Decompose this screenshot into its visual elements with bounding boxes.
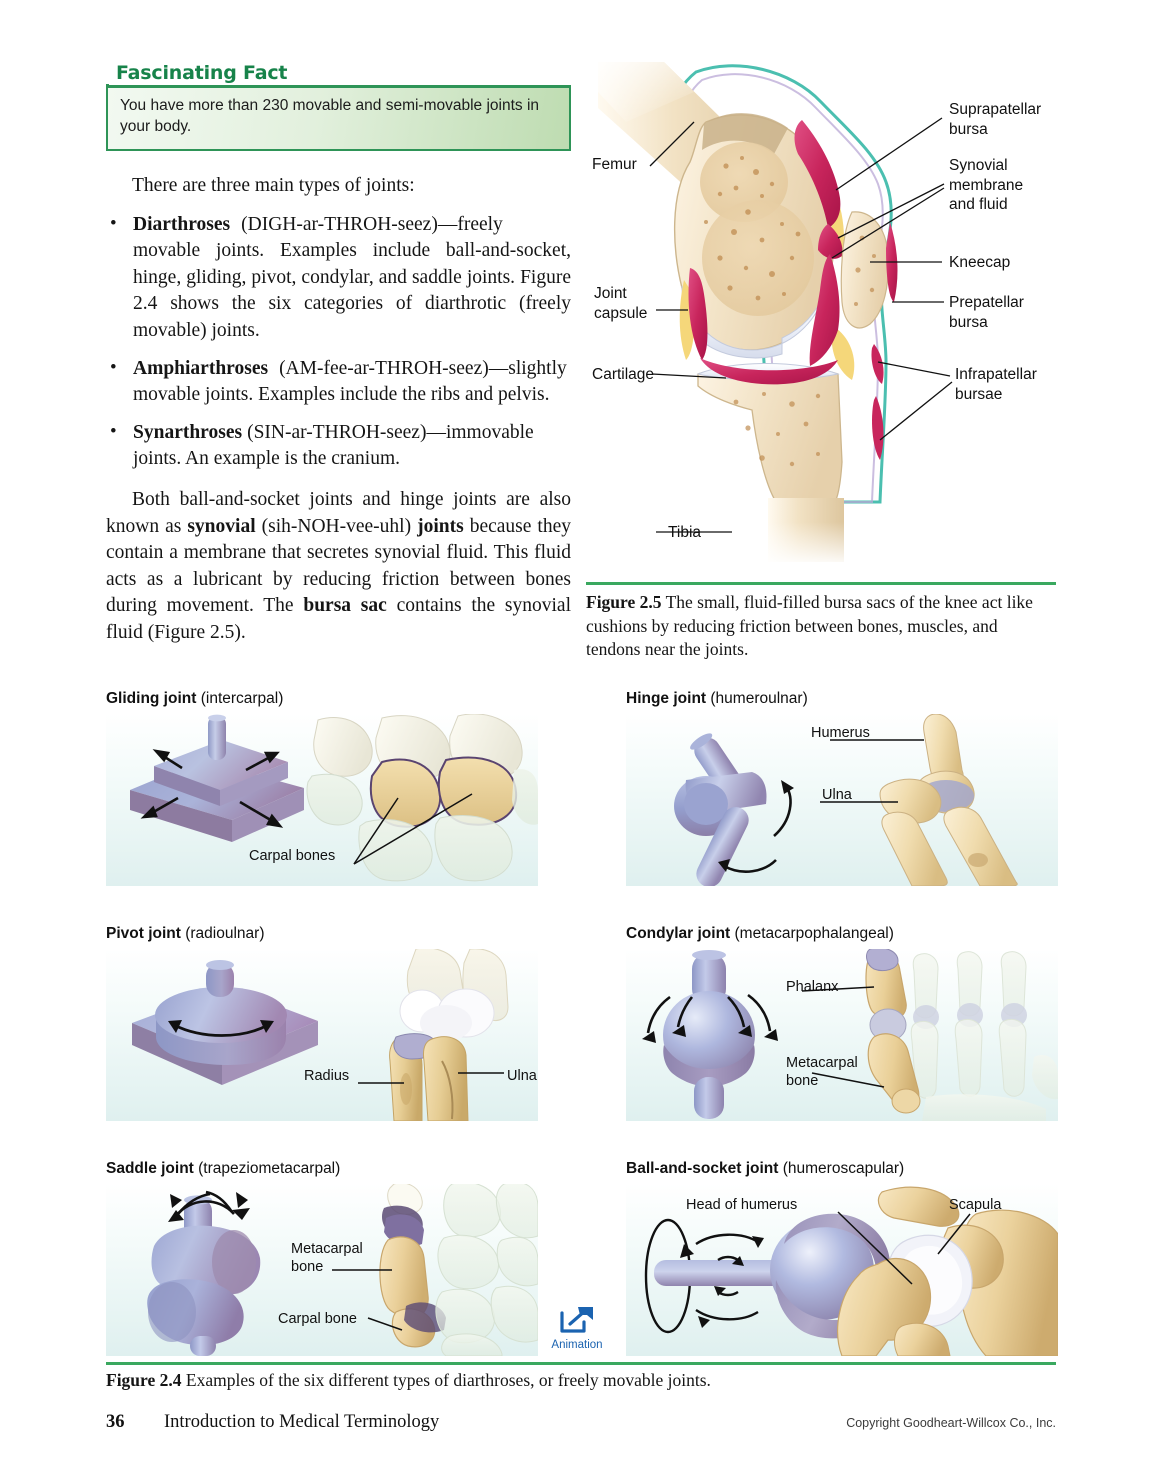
list-item: Synarthroses(SIN-ar-THROH-seez)—immovabl…: [106, 419, 571, 473]
panel-heading-ball-socket: Ball-and-socket joint (humeroscapular): [626, 1160, 1058, 1178]
closing-text-4: contains the synovial fluid (Figure 2.5)…: [106, 595, 571, 643]
figure-25-text: The small, fluid-filled bursa sacs of th…: [586, 592, 1033, 659]
panel-heading-hinge: Hinge joint (humeroulnar): [626, 690, 1058, 708]
figure-24-number: Figure 2.4: [106, 1370, 182, 1390]
panel-title-ball-socket: Ball-and-socket joint: [626, 1160, 779, 1177]
figure-24-caption: Figure 2.4 Examples of the six different…: [106, 1369, 1056, 1392]
term-amphiarthroses-definition: (AM-fee-ar-THROH-seez)—slightly movable …: [133, 357, 567, 406]
pivot-label-ulna: Ulna: [507, 1068, 537, 1084]
panel-title-condylar: Condylar joint: [626, 925, 731, 942]
knee-label-infrapatellar-bursae: Infrapatellar bursae: [955, 366, 1037, 403]
closing-paragraph: Both ball-and-socket joints and hinge jo…: [106, 487, 571, 647]
panel-title-gliding: Gliding joint: [106, 690, 197, 707]
term-synarthroses: Synarthroses: [133, 421, 243, 443]
term-diarthroses: Diarthroses: [133, 213, 231, 235]
panel-condylar-joint: Condylar joint (metacarpophalangeal): [626, 925, 1058, 1121]
panel-title-pivot: Pivot joint: [106, 925, 181, 942]
panel-subtitle-condylar: (metacarpophalangeal): [730, 925, 894, 942]
term-diarthroses-definition: (DIGH-ar-THROH-seez)—freely movable join…: [133, 213, 571, 341]
page-footer: 36 Introduction to Medical Terminology C…: [106, 1412, 1056, 1442]
panel-hinge-joint: Hinge joint (humeroulnar): [626, 690, 1058, 886]
callout-top-rule: [106, 85, 571, 88]
condylar-label-metacarpal-bone: Metacarpal bone: [786, 1055, 858, 1089]
closing-text-3: because they contain a membrane that sec…: [106, 515, 571, 617]
page-number: 36: [106, 1412, 125, 1432]
figure-24-rule: [106, 1362, 1056, 1365]
closing-bold-bursa-sac: bursa sac: [303, 595, 387, 617]
knee-joint-figure: Femur Joint capsule Cartilage Tibia Supr…: [586, 62, 1056, 662]
closing-bold-joints: joints: [417, 515, 464, 537]
figure-25-caption: Figure 2.5 The small, fluid-filled bursa…: [586, 591, 1056, 662]
figure-25-rule: [586, 582, 1056, 585]
panel-gliding-joint: Gliding joint (intercarpal): [106, 690, 538, 886]
knee-label-suprapatellar-bursa: Suprapatellar bursa: [949, 101, 1042, 138]
panel-subtitle-ball-socket: (humeroscapular): [778, 1160, 905, 1177]
panel-subtitle-saddle: (trapeziometacarpal): [193, 1160, 341, 1177]
panel-art-hinge: Humerus Ulna: [626, 714, 1058, 886]
ball-socket-label-scapula: Scapula: [949, 1197, 1002, 1213]
gliding-label-carpal-bones: Carpal bones: [249, 848, 336, 864]
panel-heading-condylar: Condylar joint (metacarpophalangeal): [626, 925, 1058, 943]
term-amphiarthroses: Amphiarthroses: [133, 357, 269, 379]
animation-button-label[interactable]: Animation: [551, 1339, 603, 1351]
panel-art-condylar: Phalanx Metacarpal bone: [626, 949, 1058, 1121]
figure-25-number: Figure 2.5: [586, 592, 662, 612]
saddle-label-metacarpal-bone: Metacarpal bone: [291, 1241, 363, 1275]
joint-types-list: Diarthroses(DIGH-ar-THROH-seez)—freely m…: [106, 211, 571, 473]
left-text-column: Fascinating Fact You have more than 230 …: [106, 62, 571, 647]
panel-art-gliding: Carpal bones: [106, 714, 538, 886]
pivot-joint-illustration: [132, 949, 509, 1121]
panel-subtitle-pivot: (radioulnar): [180, 925, 265, 942]
knee-label-cartilage: Cartilage: [592, 366, 655, 383]
knee-label-kneecap: Kneecap: [949, 254, 1011, 271]
ball-socket-label-head-of-humerus: Head of humerus: [686, 1197, 798, 1213]
gliding-joint-illustration: [130, 714, 538, 882]
term-synarthroses-definition: (SIN-ar-THROH-seez)—immovable joints. An…: [133, 421, 534, 470]
intro-paragraph: There are three main types of joints:: [132, 175, 415, 196]
panel-saddle-joint: Saddle joint (trapeziometacarpal): [106, 1160, 538, 1356]
figure-24-text: Examples of the six different types of d…: [181, 1370, 711, 1390]
knee-anatomy-illustration: [598, 62, 953, 562]
panel-heading-saddle: Saddle joint (trapeziometacarpal): [106, 1160, 538, 1178]
closing-text-1: Both ball-and-socket joints and hinge jo…: [106, 488, 571, 537]
book-title: Introduction to Medical Terminology: [164, 1412, 440, 1432]
fascinating-fact-heading: Fascinating Fact: [106, 62, 287, 84]
pivot-label-radius: Radius: [304, 1068, 350, 1084]
panel-pivot-joint: Pivot joint (radioulnar): [106, 925, 538, 1121]
fascinating-fact-callout: Fascinating Fact You have more than 230 …: [106, 62, 571, 151]
hinge-label-ulna: Ulna: [822, 787, 852, 803]
knee-label-femur: Femur: [592, 156, 637, 173]
list-item: Diarthroses(DIGH-ar-THROH-seez)—freely m…: [106, 211, 571, 345]
copyright-notice: Copyright Goodheart-Willcox Co., Inc.: [846, 1416, 1056, 1430]
knee-label-joint-capsule: Joint capsule: [594, 285, 648, 322]
panel-subtitle-hinge: (humeroulnar): [706, 690, 808, 707]
panel-heading-gliding: Gliding joint (intercarpal): [106, 690, 538, 708]
hinge-joint-illustration: [674, 714, 1018, 886]
saddle-joint-illustration: [147, 1184, 538, 1356]
panel-heading-pivot: Pivot joint (radioulnar): [106, 925, 538, 943]
panel-ball-and-socket-joint: Ball-and-socket joint (humeroscapular): [626, 1160, 1058, 1356]
animation-button[interactable]: Animation: [546, 1305, 608, 1351]
closing-text-2: (sih-NOH-vee-uhl): [255, 515, 418, 537]
panel-title-hinge: Hinge joint: [626, 690, 707, 707]
panel-art-saddle: Metacarpal bone Carpal bone: [106, 1184, 538, 1356]
animation-icon[interactable]: [560, 1305, 594, 1333]
panel-subtitle-gliding: (intercarpal): [196, 690, 284, 707]
knee-label-prepatellar-bursa: Prepatellar bursa: [949, 294, 1024, 331]
condylar-label-phalanx: Phalanx: [786, 979, 839, 995]
knee-label-tibia: Tibia: [668, 524, 702, 541]
panel-art-ball-socket: Head of humerus Scapula: [626, 1184, 1058, 1356]
fascinating-fact-body: You have more than 230 movable and semi-…: [106, 86, 571, 151]
panel-title-saddle: Saddle joint: [106, 1160, 194, 1177]
hinge-label-humerus: Humerus: [811, 725, 870, 741]
panel-art-pivot: Radius Ulna: [106, 949, 538, 1121]
ball-and-socket-joint-illustration: [644, 1186, 1058, 1356]
closing-bold-synovial: synovial: [187, 515, 256, 537]
saddle-label-carpal-bone: Carpal bone: [278, 1311, 357, 1327]
list-item: Amphiarthroses(AM-fee-ar-THROH-seez)—sli…: [106, 355, 571, 409]
knee-label-synovial-membrane: Synovial membrane and fluid: [949, 157, 1024, 213]
condylar-joint-illustration: [642, 949, 1058, 1121]
